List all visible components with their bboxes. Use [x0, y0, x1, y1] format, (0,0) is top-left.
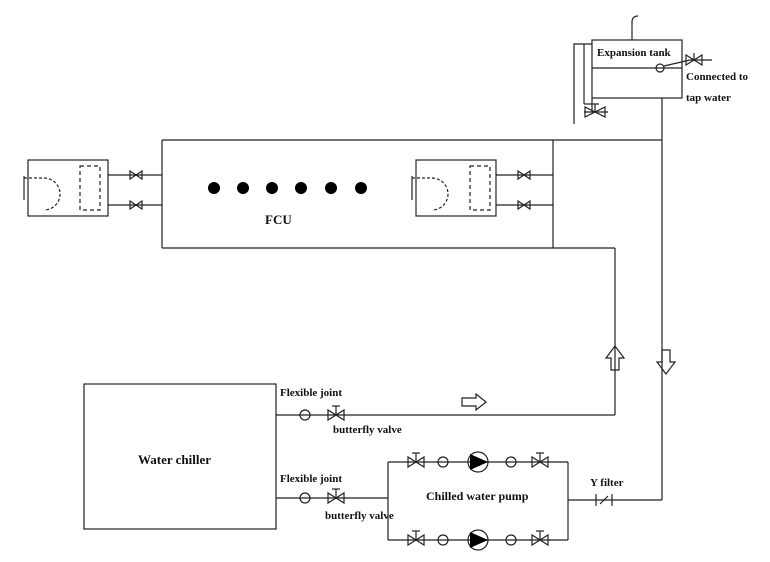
check-valve-icon	[531, 530, 549, 547]
fcu-right-valve-bottom	[517, 199, 531, 211]
pump-icon	[467, 451, 489, 473]
water-chiller-box	[83, 383, 277, 530]
butterfly-valve-top-icon	[327, 405, 345, 422]
flexible-joint-bottom-label: Flexible joint	[280, 473, 342, 485]
tap-water-valve	[685, 53, 703, 67]
chilled-water-pump-label: Chilled water pump	[426, 489, 529, 503]
fcu-left-valve-bottom	[129, 199, 143, 211]
tap-water-label-line2: tap water	[686, 92, 731, 104]
pump-row-bottom	[407, 529, 549, 551]
fcu-loop-piping	[161, 139, 663, 500]
fcu-dot	[295, 182, 307, 194]
gate-valve-icon	[407, 530, 425, 547]
fcu-left-valve-top	[129, 169, 143, 181]
check-valve-icon	[531, 452, 549, 469]
flexible-joint-top-label: Flexible joint	[280, 387, 342, 399]
flexible-joint-icon	[505, 534, 517, 546]
flexible-joint-icon	[437, 534, 449, 546]
flexible-joint-icon	[505, 456, 517, 468]
chiller-inlet-line	[276, 492, 388, 504]
flow-arrow-right-icon	[461, 392, 487, 412]
flexible-joint-top-icon	[299, 409, 311, 421]
fcu-right-valve-top	[517, 169, 531, 181]
fcu-dot	[266, 182, 278, 194]
y-filter-label: Y filter	[590, 477, 624, 489]
fcu-unit-right	[411, 159, 553, 217]
flow-arrow-down-icon	[655, 349, 677, 375]
flexible-joint-icon	[437, 456, 449, 468]
fcu-unit-left	[23, 159, 162, 217]
fcu-dot	[355, 182, 367, 194]
water-chiller-label: Water chiller	[138, 452, 211, 467]
chiller-outlet-line	[276, 409, 615, 421]
pump-icon	[467, 529, 489, 551]
pump-row-top	[407, 451, 549, 473]
tank-drain-valve	[584, 103, 606, 118]
fcu-dot	[208, 182, 220, 194]
fcu-label: FCU	[265, 212, 292, 227]
butterfly-valve-bottom-icon	[327, 488, 345, 505]
flow-arrow-up-icon	[604, 345, 626, 371]
expansion-tank-label: Expansion tank	[597, 47, 672, 59]
flexible-joint-bottom-icon	[299, 492, 311, 504]
fcu-dot	[325, 182, 337, 194]
expansion-tank	[573, 15, 712, 140]
gate-valve-icon	[407, 452, 425, 469]
fcu-continuation-dots	[208, 182, 367, 194]
butterfly-valve-bottom-label: butterfly valve	[325, 510, 394, 522]
fcu-dot	[237, 182, 249, 194]
y-filter-icon	[595, 494, 613, 506]
tap-water-label-line1: Connected to	[686, 71, 749, 83]
butterfly-valve-top-label: butterfly valve	[333, 424, 402, 436]
